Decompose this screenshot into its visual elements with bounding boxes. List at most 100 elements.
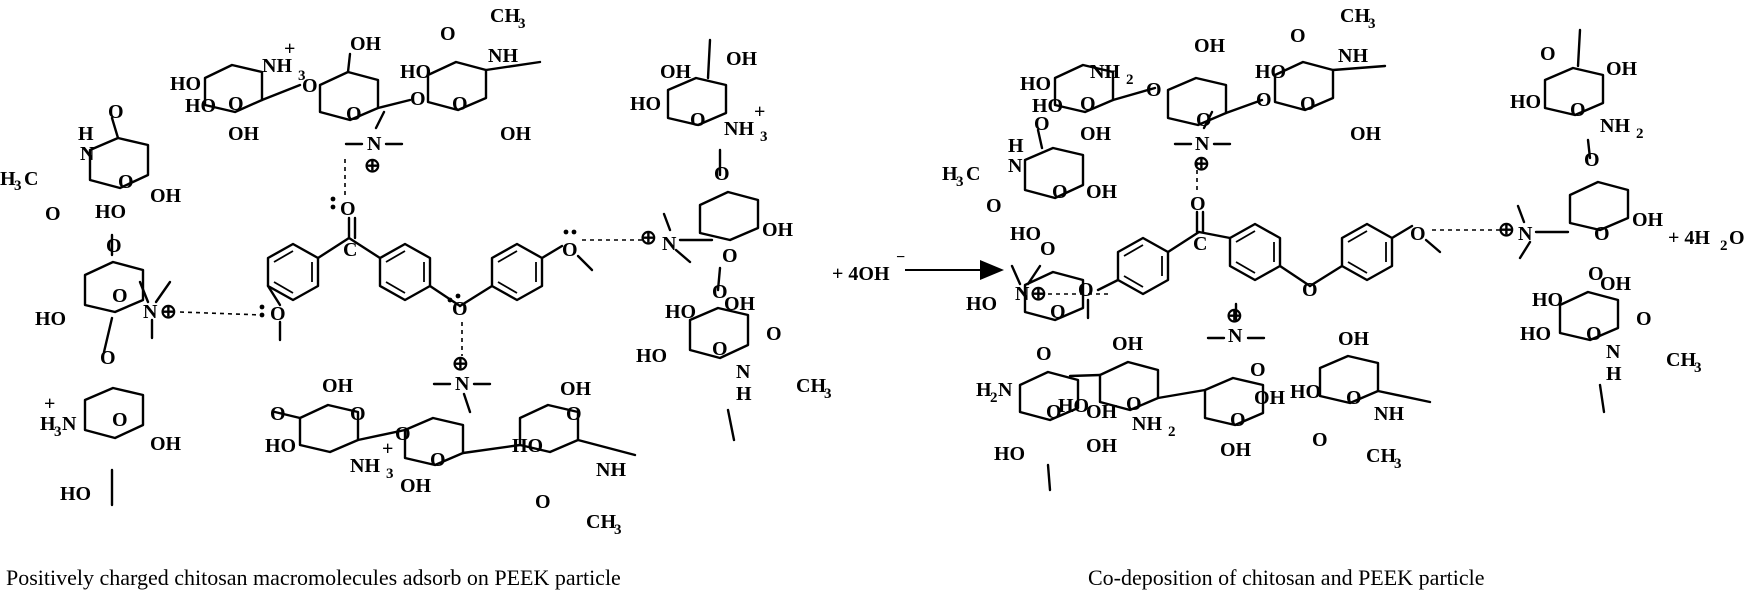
acetyl-ch3-sub: 3 xyxy=(824,386,832,402)
right-right-n-charge: ⊕ xyxy=(1498,219,1515,241)
glyco-o: O xyxy=(1250,359,1266,381)
nh2-label: NH xyxy=(1132,413,1162,435)
terminal-o: O xyxy=(108,101,124,123)
oh-label: OH xyxy=(1080,123,1112,145)
h-label: H xyxy=(736,383,752,405)
right-carbonyl-o: O xyxy=(1190,193,1206,215)
glyco-o: O xyxy=(1146,79,1162,101)
carbonyl-carbon-label: C xyxy=(343,239,357,261)
left-n-label: N xyxy=(143,301,158,323)
ring-o: O xyxy=(1050,301,1066,323)
left-right-chain: O OH OH HO NH 3 + O O OH O O OH HO HO N … xyxy=(630,38,832,442)
h-label: H xyxy=(1606,363,1622,385)
right-bottom-n-charge: ⊕ xyxy=(1226,305,1243,327)
oh-label: OH xyxy=(1254,387,1286,409)
ring-o: O xyxy=(1080,93,1096,115)
oh-label: OH xyxy=(400,475,432,497)
nh3-sub: 3 xyxy=(298,68,306,84)
h3n-sub: 3 xyxy=(54,424,62,440)
right-left-n-charge: ⊕ xyxy=(1030,283,1047,305)
h3c-label: H xyxy=(942,163,958,185)
right-top-chain: O NH 2 HO HO OH O O OH O O HO OH NH O CH… xyxy=(1020,5,1387,145)
nh-label: NH xyxy=(488,45,518,67)
glyco-o: O xyxy=(1040,238,1056,260)
acetyl-o: O xyxy=(45,203,61,225)
oh-label: OH xyxy=(1112,333,1144,355)
left-top-chain: O HO HO OH NH 3 + O O OH O O HO OH NH O … xyxy=(170,5,542,145)
acetyl-ch3: CH xyxy=(1340,5,1370,27)
terminal-o: O xyxy=(1540,43,1556,65)
acetyl-o: O xyxy=(1290,25,1306,47)
ether-oxygen-label: O xyxy=(452,298,468,320)
right-methoxy-o: O xyxy=(562,239,578,261)
oh-label: OH xyxy=(1606,58,1638,80)
ho-label: HO xyxy=(994,443,1025,465)
ring-o: O xyxy=(1126,393,1142,415)
n-label: N xyxy=(1008,155,1023,177)
acetyl-ch3: CH xyxy=(1366,445,1396,467)
right-right-n: N xyxy=(1518,223,1533,245)
oh-label: OH xyxy=(150,185,182,207)
h3c-sub: 3 xyxy=(956,174,964,190)
ring-o: O xyxy=(346,103,362,125)
glyco-o: O xyxy=(714,163,730,185)
right-carbonyl-carbon: C xyxy=(1193,233,1207,255)
left-vertical-chain: O H 3 C N H O OH HO O O O HO O O H 3 N +… xyxy=(0,101,182,507)
acetyl-ch3: CH xyxy=(1666,349,1696,371)
acetyl-o: O xyxy=(766,323,782,345)
top-n-charge: ⊕ xyxy=(364,155,381,177)
ho-label: HO xyxy=(60,483,91,505)
h3c-c: C xyxy=(24,168,38,190)
ho-label: HO xyxy=(1290,381,1321,403)
oh-label: OH xyxy=(1086,435,1118,457)
right-left-chain: O H 3 C N H O OH HO O O O HO O O H 2 N O… xyxy=(942,113,1118,492)
oh-label: OH xyxy=(1194,35,1226,57)
ho-label: HO xyxy=(1020,73,1051,95)
right-ether-o: O xyxy=(1302,279,1318,301)
ring-o: O xyxy=(1594,223,1610,245)
ring-o: O xyxy=(228,93,244,115)
ho-label: HO xyxy=(185,95,216,117)
ring-o: O xyxy=(1300,93,1316,115)
ho-label: HO xyxy=(400,61,431,83)
nh-label: NH xyxy=(1338,45,1368,67)
ring-o: O xyxy=(452,93,468,115)
ring-o: O xyxy=(712,338,728,360)
acetyl-o: O xyxy=(440,23,456,45)
acetyl-ch3: CH xyxy=(490,5,520,27)
ring-o: O xyxy=(350,403,366,425)
h3n-charge: + xyxy=(44,393,55,415)
reagent-charge: − xyxy=(896,249,905,266)
nh3-charge: + xyxy=(754,101,765,123)
oh-label: OH xyxy=(500,123,532,145)
acetyl-ch3-sub: 3 xyxy=(1368,16,1376,32)
ho-label: HO xyxy=(1058,395,1089,417)
ring-o: O xyxy=(430,449,446,471)
terminal-o: O xyxy=(270,403,286,425)
h-label: H xyxy=(1008,135,1024,157)
oh-label: OH xyxy=(1632,209,1664,231)
oh-label: OH xyxy=(660,61,692,83)
glyco-o: O xyxy=(100,347,116,369)
ho-label: HO xyxy=(1532,289,1563,311)
nh-label: NH xyxy=(1374,403,1404,425)
h3c-c: C xyxy=(966,163,980,185)
acetyl-ch3: CH xyxy=(586,511,616,533)
product-tail: O xyxy=(1729,227,1745,249)
ring-o: O xyxy=(112,409,128,431)
nh3-sub: 3 xyxy=(386,466,394,482)
acetyl-ch3: CH xyxy=(796,375,826,397)
ring-o: O xyxy=(1196,109,1212,131)
glyco-o: O xyxy=(302,75,318,97)
h2n-sub: 2 xyxy=(990,390,998,406)
ring-o: O xyxy=(1046,401,1062,423)
ho-label: HO xyxy=(966,293,997,315)
ho-label: HO xyxy=(630,93,661,115)
glyco-o: O xyxy=(1584,149,1600,171)
hbond-left xyxy=(179,311,263,316)
glyco-o: O xyxy=(395,423,411,445)
nh3-charge: + xyxy=(382,438,393,460)
ho-label: HO xyxy=(512,435,543,457)
oh-label: OH xyxy=(762,219,794,241)
